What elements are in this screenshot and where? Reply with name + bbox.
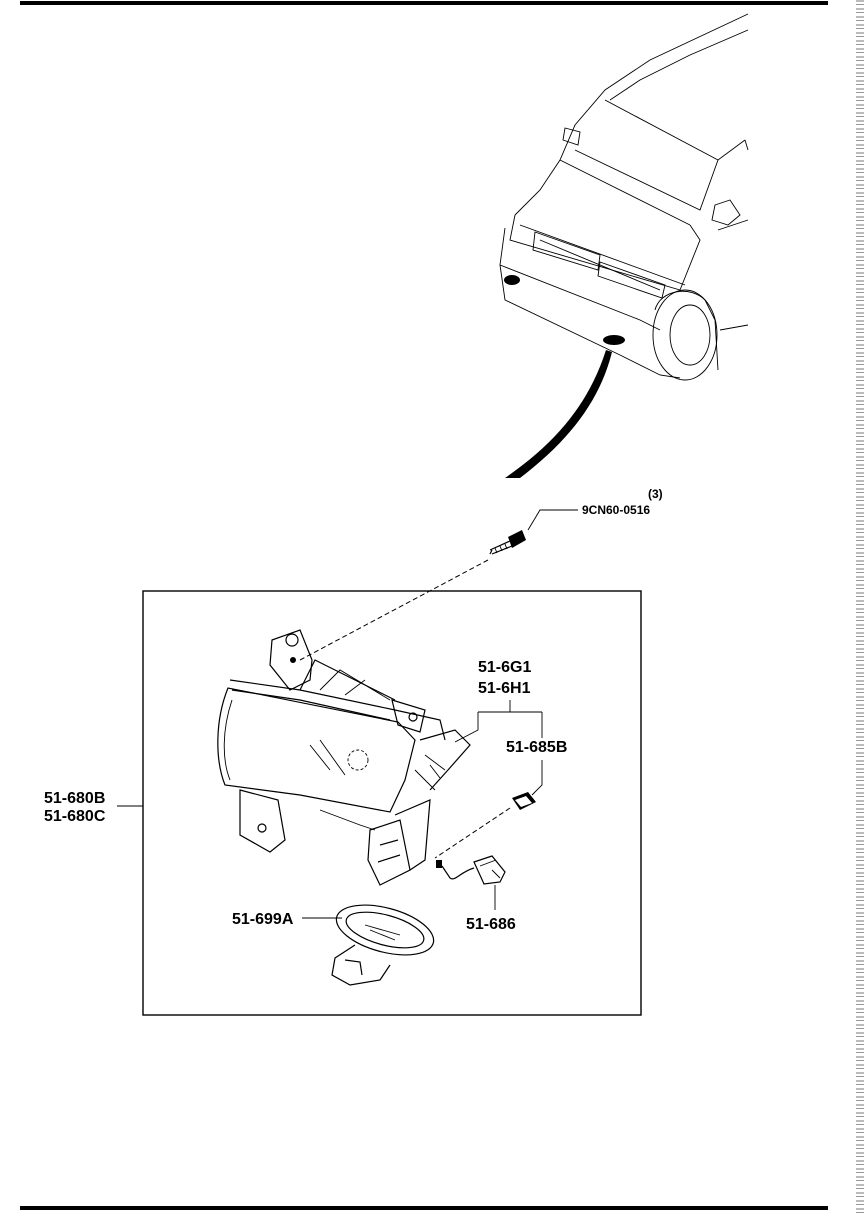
bulb-part-label-1: 51-6G1 [478, 659, 531, 676]
bolt-part-label: 9CN60-0516 [582, 503, 650, 517]
clip-dashed-path [434, 807, 511, 859]
bulb-part-label-2: 51-6H1 [478, 680, 531, 697]
bulb-bracket-left [454, 712, 479, 743]
socket-part-label: 51-686 [466, 916, 516, 933]
scan-edge-strip [856, 0, 864, 1214]
detail-pointer [505, 350, 612, 478]
bolt-leader [527, 509, 578, 531]
bolt-screw-icon [489, 530, 526, 555]
bulb-socket-icon [436, 855, 506, 885]
lamp-cover-icon [331, 904, 435, 986]
bolt-dashed-path [299, 559, 489, 661]
lamp-part-label-2: 51-680C [44, 808, 106, 825]
fog-lamp-assembly [217, 629, 471, 886]
clip-part-label: 51-685B [506, 739, 567, 756]
cover-part-label: 51-699A [232, 911, 294, 928]
vehicle-illustration [499, 13, 749, 381]
fog-lamp-left-marker [504, 275, 520, 285]
detail-frame [142, 590, 642, 1016]
bolt-quantity-label: (3) [648, 487, 663, 501]
clip-leader [531, 760, 543, 796]
fog-lamp-right-marker [603, 335, 625, 345]
clip-nut-icon [512, 792, 536, 810]
lamp-part-label-1: 51-680B [44, 790, 105, 807]
